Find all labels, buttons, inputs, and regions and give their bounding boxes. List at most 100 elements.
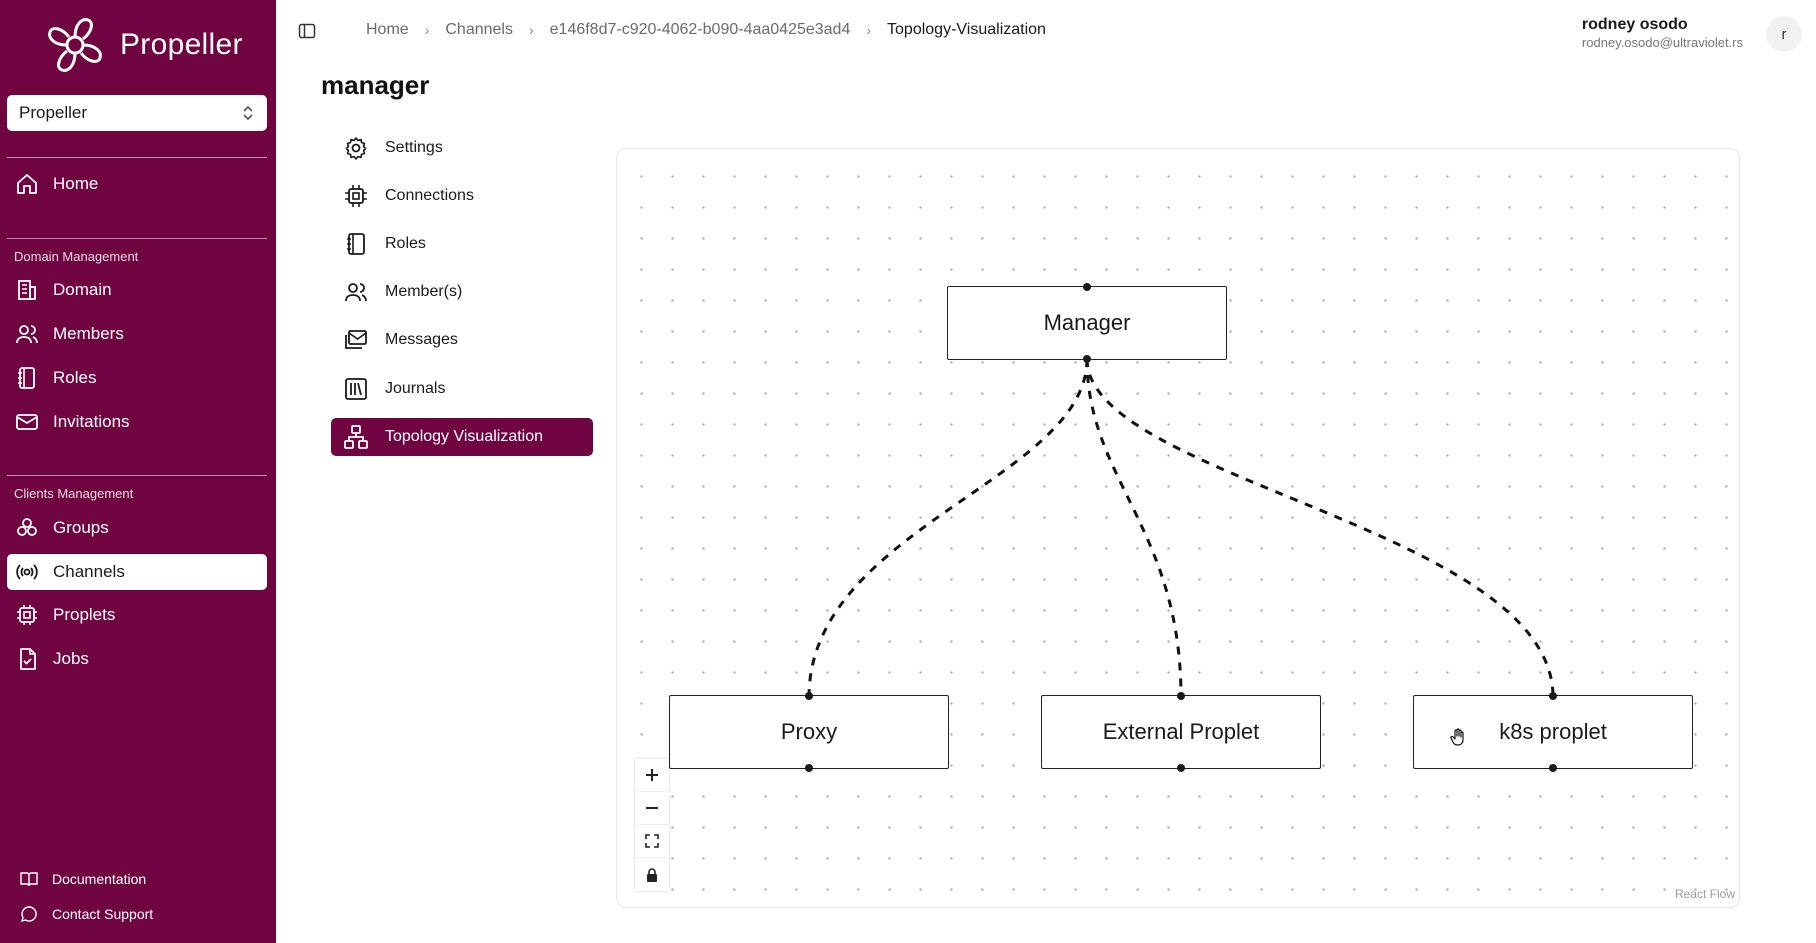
message-circle-icon xyxy=(20,906,37,923)
sidebar-item-label: Home xyxy=(53,174,99,193)
topology-canvas[interactable]: Manager Proxy External Proplet k8s propl… xyxy=(616,148,1740,908)
tab-topology-visualization[interactable]: Topology Visualization xyxy=(331,418,593,456)
zoom-in-button[interactable] xyxy=(635,759,669,792)
users-icon xyxy=(345,283,367,302)
node-handle-top[interactable] xyxy=(1083,283,1091,291)
radio-broadcast-icon xyxy=(16,564,38,580)
sidebar-item-channels[interactable]: Channels xyxy=(7,554,267,590)
tab-label: Settings xyxy=(385,139,443,156)
node-handle-top[interactable] xyxy=(1549,692,1557,700)
notebook-icon xyxy=(347,233,365,255)
breadcrumb-home[interactable]: Home xyxy=(366,21,409,38)
edge-manager-k8s-proplet xyxy=(1085,358,1555,698)
sidebar-item-roles[interactable]: Roles xyxy=(7,360,267,396)
tab-journals[interactable]: Journals xyxy=(331,370,593,408)
tab-messages[interactable]: Messages xyxy=(331,321,593,359)
zoom-out-button[interactable] xyxy=(635,792,669,825)
sidebar-item-invitations[interactable]: Invitations xyxy=(7,404,267,440)
building-icon xyxy=(18,280,36,300)
sidebar-item-home[interactable]: Home xyxy=(7,166,267,202)
tab-roles[interactable]: Roles xyxy=(331,225,593,263)
sidebar-item-groups[interactable]: Groups xyxy=(7,510,267,546)
mail-icon xyxy=(16,414,38,430)
breadcrumb-channels[interactable]: Channels xyxy=(445,21,513,38)
node-label: Proxy xyxy=(780,719,838,744)
network-icon xyxy=(344,425,368,449)
sidebar-item-members[interactable]: Members xyxy=(7,316,267,352)
brand-logo[interactable]: Propeller xyxy=(42,12,243,78)
tab-label: Roles xyxy=(385,235,426,252)
library-icon xyxy=(345,378,367,400)
edge-manager-proxy xyxy=(807,358,1089,698)
sidebar-item-domain[interactable]: Domain xyxy=(7,272,267,308)
domain-switcher[interactable]: Propeller xyxy=(7,95,267,131)
groups-icon xyxy=(17,518,37,536)
topology-edges xyxy=(807,358,1555,698)
tab-label: Messages xyxy=(385,331,458,348)
node-label: Manager xyxy=(1043,310,1131,335)
footer-item-label: Contact Support xyxy=(52,906,154,922)
fit-view-button[interactable] xyxy=(635,825,669,858)
section-label-clients: Clients Management xyxy=(14,486,134,501)
edge-manager-external-proplet xyxy=(1085,358,1183,698)
sidebar-item-label: Roles xyxy=(53,368,97,387)
user-name: rodney osodo xyxy=(1581,16,1688,33)
fit-view-icon xyxy=(645,834,659,848)
react-flow-attribution[interactable]: React Flow xyxy=(1674,887,1735,901)
breadcrumb: Home › Channels › e146f8d7-c920-4062-b09… xyxy=(366,21,1046,39)
user-info[interactable]: rodney osodo rodney.osodo@ultraviolet.rs xyxy=(1582,16,1743,50)
section-label-domain: Domain Management xyxy=(14,249,139,264)
tab-members[interactable]: Member(s) xyxy=(331,273,593,311)
sidebar-item-label: Proplets xyxy=(53,605,116,624)
sidebar-item-label: Domain xyxy=(53,280,112,299)
tab-label: Member(s) xyxy=(385,283,463,300)
chevron-right-icon: › xyxy=(528,22,534,38)
breadcrumb-channel-id[interactable]: e146f8d7-c920-4062-b090-4aa0425e3ad4 xyxy=(549,21,851,38)
node-handle-bottom[interactable] xyxy=(1177,764,1185,772)
sidebar-item-label: Invitations xyxy=(53,412,130,431)
node-handle-bottom[interactable] xyxy=(1083,355,1091,363)
node-proxy[interactable]: Proxy xyxy=(669,692,949,772)
node-manager[interactable]: Manager xyxy=(947,283,1227,363)
tab-label: Topology Visualization xyxy=(385,428,544,445)
domain-switcher-value: Propeller xyxy=(19,103,88,122)
footer-item-label: Documentation xyxy=(52,871,147,887)
node-label: External Proplet xyxy=(1102,719,1260,744)
node-handle-top[interactable] xyxy=(805,692,813,700)
notebook-icon xyxy=(18,367,35,389)
footer-documentation-link[interactable]: Documentation xyxy=(20,870,146,888)
sidebar-toggle-icon[interactable] xyxy=(298,22,316,40)
node-label: k8s proplet xyxy=(1499,719,1607,744)
sidebar: Propeller Propeller Home Domain Manageme… xyxy=(0,0,276,943)
minus-icon xyxy=(646,807,658,809)
tab-connections[interactable]: Connections xyxy=(331,177,593,215)
tab-settings[interactable]: Settings xyxy=(331,129,593,167)
node-handle-bottom[interactable] xyxy=(805,764,813,772)
file-check-icon xyxy=(20,648,36,670)
avatar[interactable]: r xyxy=(1766,16,1802,52)
book-open-icon xyxy=(20,872,38,887)
cpu-icon xyxy=(345,185,367,207)
node-handle-bottom[interactable] xyxy=(1549,764,1557,772)
sidebar-item-label: Members xyxy=(53,324,124,343)
plus-icon xyxy=(646,769,658,781)
footer-contact-support-link[interactable]: Contact Support xyxy=(20,905,153,923)
sidebar-item-jobs[interactable]: Jobs xyxy=(7,641,267,677)
flow-controls xyxy=(635,759,669,891)
breadcrumb-current: Topology-Visualization xyxy=(887,21,1046,38)
lock-icon xyxy=(647,867,657,882)
user-email: rodney.osodo@ultraviolet.rs xyxy=(1581,35,1743,50)
cpu-icon xyxy=(17,605,37,625)
sidebar-divider xyxy=(7,475,267,476)
chevron-right-icon: › xyxy=(866,22,872,38)
sidebar-item-proplets[interactable]: Proplets xyxy=(7,597,267,633)
lock-button[interactable] xyxy=(635,858,669,891)
node-external-proplet[interactable]: External Proplet xyxy=(1041,692,1321,772)
gear-icon xyxy=(345,137,367,160)
node-handle-top[interactable] xyxy=(1177,692,1185,700)
propeller-logo-icon xyxy=(48,18,102,72)
page-title: manager xyxy=(321,70,430,100)
chevron-right-icon: › xyxy=(424,22,430,38)
users-icon xyxy=(16,325,38,344)
